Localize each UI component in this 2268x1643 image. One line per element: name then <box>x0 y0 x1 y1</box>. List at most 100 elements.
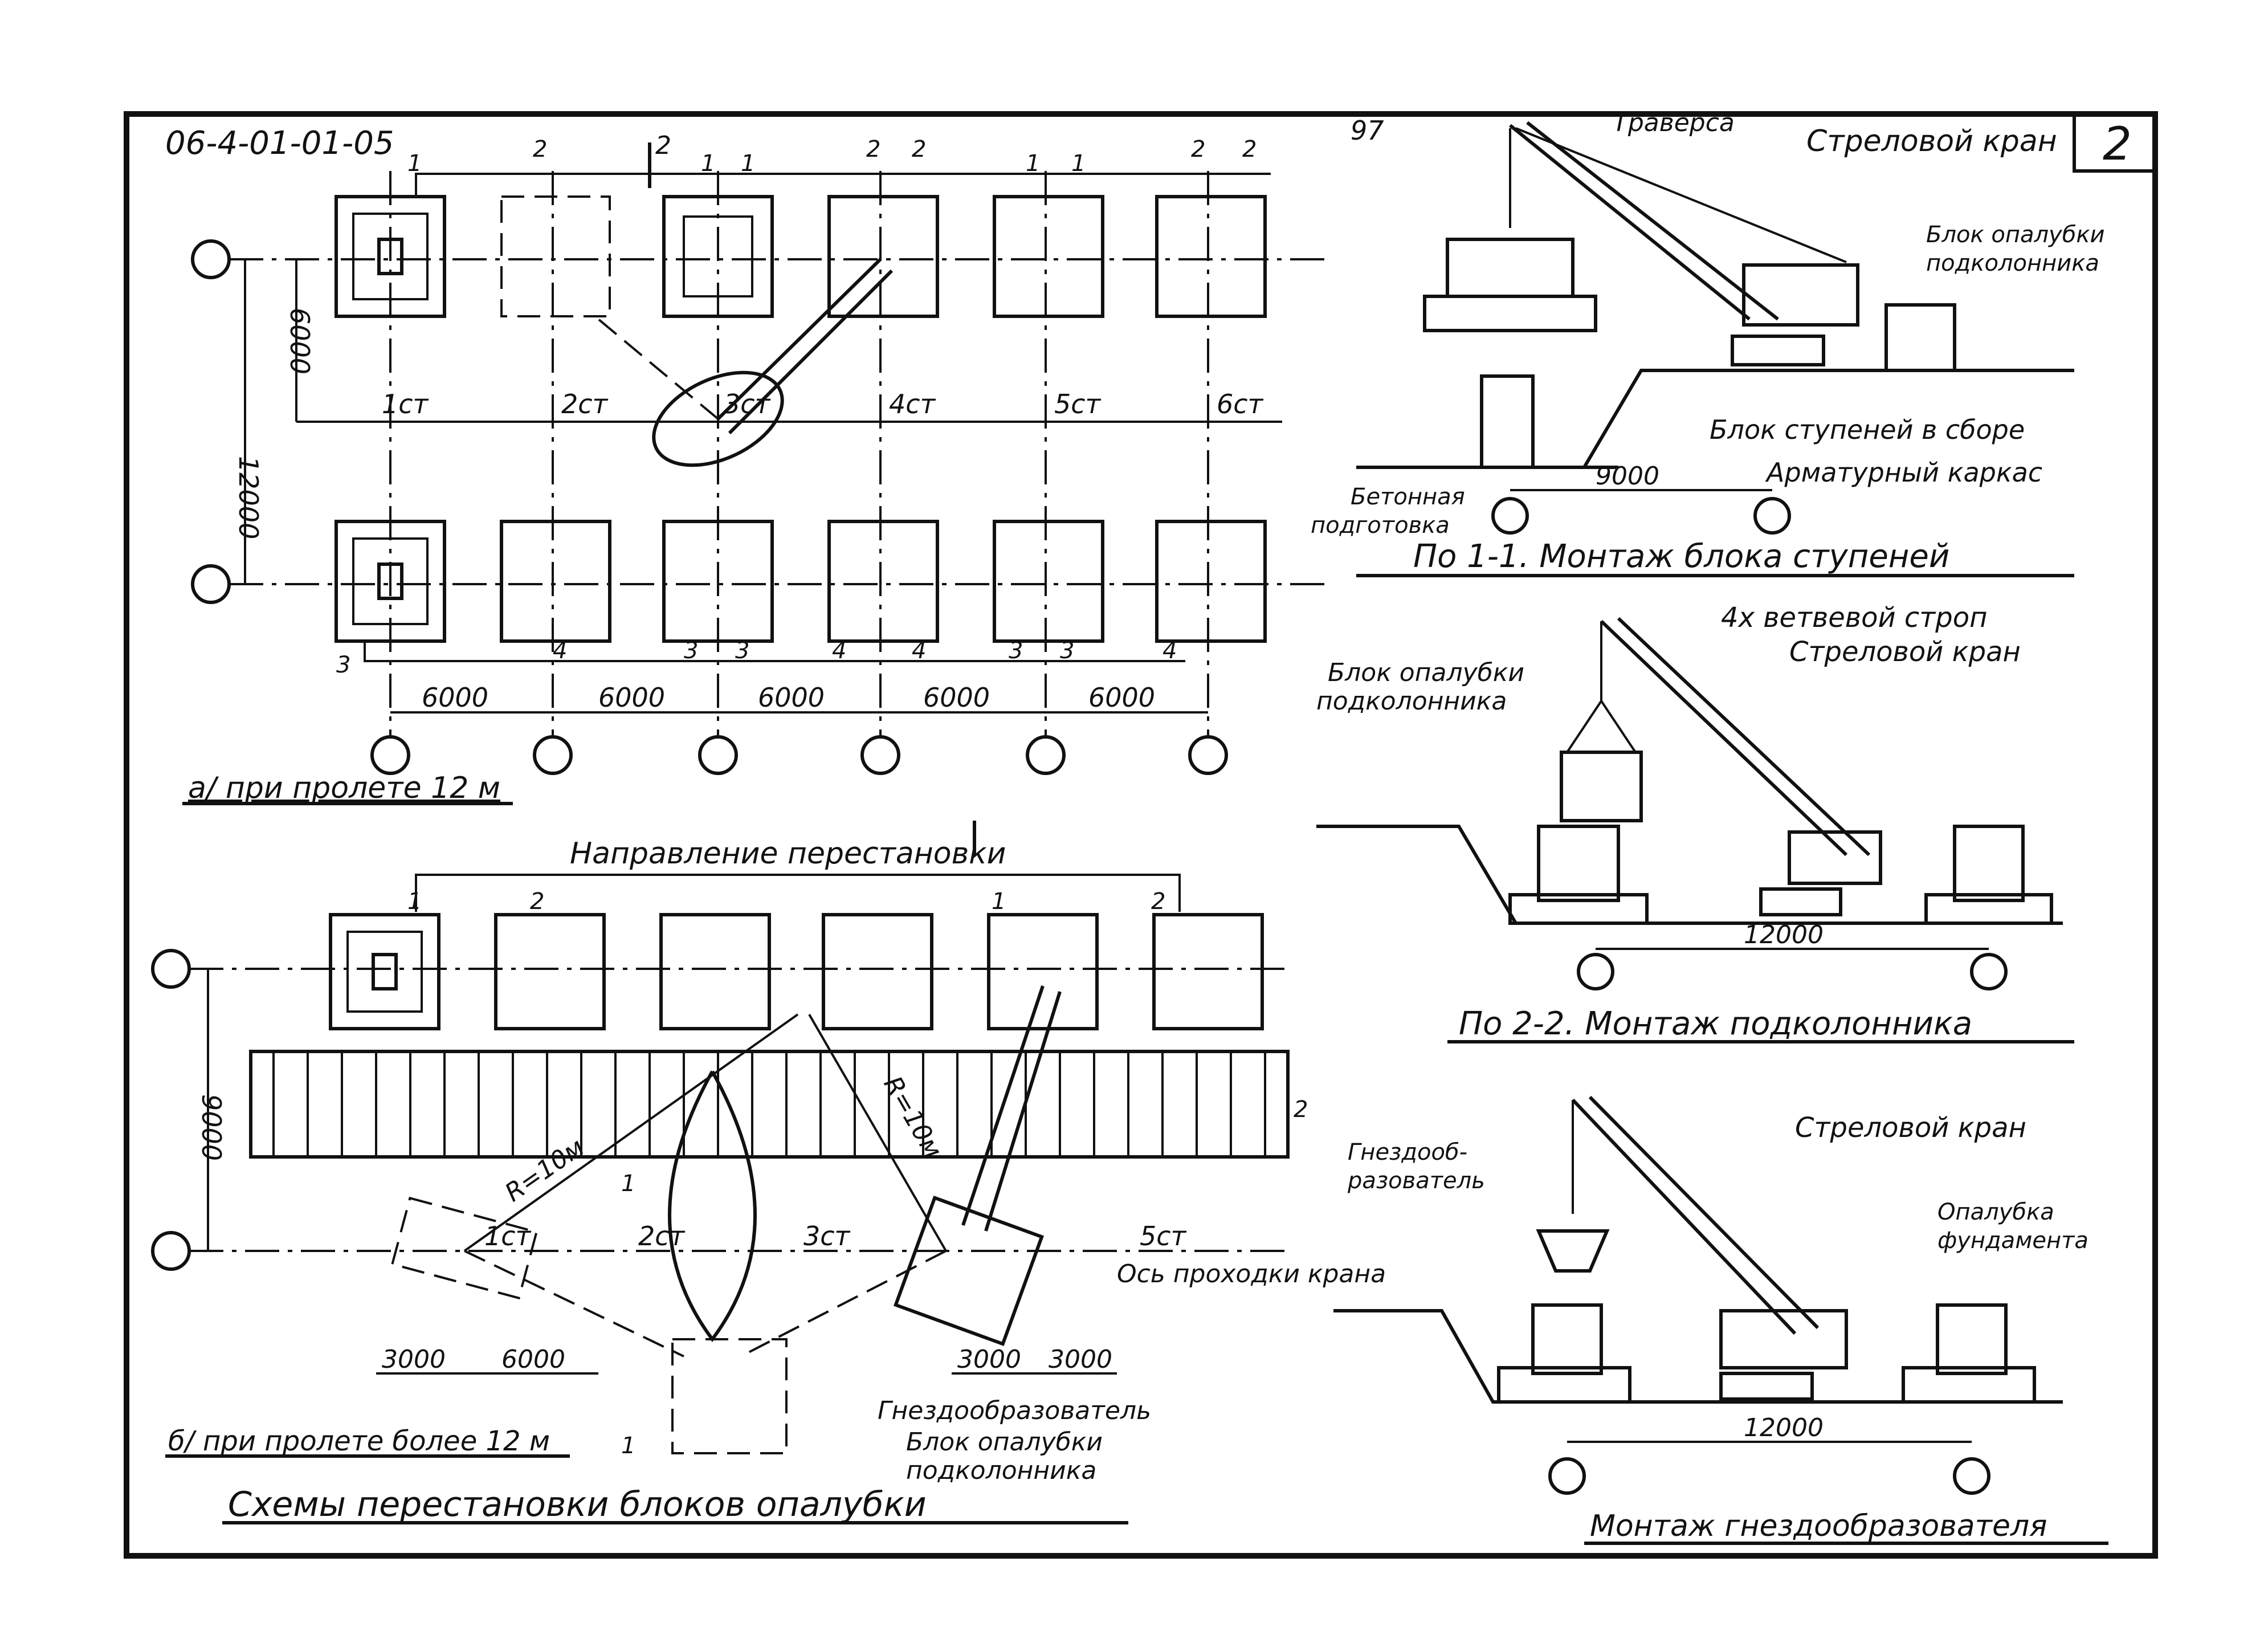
formwork-block-hanging <box>1560 751 1643 822</box>
section-1-1: 9000 Траверса Стреловой кран Блок опалуб… <box>1311 108 2105 577</box>
top-number: 2 <box>530 888 544 915</box>
section-1-dim: 9000 <box>1596 462 1659 491</box>
label-block: Блок опалубки <box>1926 222 2105 248</box>
station-label: 2ст <box>638 1221 686 1251</box>
span-dim: 6000 <box>923 682 990 713</box>
label-traverse: Траверса <box>1613 108 1735 137</box>
crane-boom <box>1600 619 1848 857</box>
formwork-block <box>500 520 611 643</box>
label-boom-crane: Стреловой кран <box>1789 636 2021 668</box>
steps-block-base <box>1423 295 1597 332</box>
placed-base <box>1508 893 1649 925</box>
transfer-line <box>415 173 1271 197</box>
crane-axis-label: Ось проходки крана <box>1117 1259 1386 1289</box>
station-label: 5ст <box>1054 389 1102 419</box>
formwork-block <box>993 520 1104 643</box>
formwork-block-core <box>372 953 398 990</box>
side-mark: 1 <box>621 1171 635 1197</box>
label-rebar-cage: Арматурный каркас <box>1765 457 2042 488</box>
formwork-block-right <box>1884 303 1956 372</box>
station-label: 3ст <box>724 389 771 419</box>
axis-bubble <box>860 735 900 775</box>
station-label: 2ст <box>561 389 609 419</box>
crane-radius <box>740 1250 947 1357</box>
formwork-block <box>1155 520 1267 643</box>
crane-track <box>1731 335 1825 366</box>
label-formwork: Опалубка <box>1937 1199 2054 1225</box>
placed-base <box>1924 893 2053 925</box>
nest-former-hanging <box>1536 1229 1610 1273</box>
crane-boom <box>716 258 882 421</box>
step-number: 2 <box>866 136 880 162</box>
dim-bottom: 3000 <box>382 1345 446 1374</box>
transfer-line <box>364 641 1185 662</box>
top-number: 2 <box>1151 888 1165 915</box>
dim-vertical-total: 12000 <box>233 456 264 539</box>
formwork-block-inner <box>683 215 753 297</box>
placed-base <box>1902 1366 2036 1404</box>
block-label: Блок опалубки <box>906 1428 1103 1457</box>
section-mark-a: 2 <box>655 131 671 160</box>
axis-bubble <box>191 564 231 604</box>
step-number: 4 <box>1162 638 1177 664</box>
step-number: 3 <box>336 652 350 678</box>
formwork-block-core <box>377 562 403 600</box>
station-label: 3ст <box>803 1221 851 1251</box>
crane-boom <box>1617 617 1871 857</box>
axis-bubble <box>1753 497 1791 535</box>
side-mark: 1 <box>621 1433 635 1459</box>
station-label: 5ст <box>1140 1221 1187 1251</box>
label-formwork: фундамента <box>1937 1228 2088 1254</box>
formwork-block <box>822 913 933 1030</box>
schemes-title: Схемы перестановки блоков опалубки <box>228 1485 927 1524</box>
plan-b-caption: б/ при пролете более 12 м <box>168 1425 550 1457</box>
step-number: 3 <box>684 638 698 664</box>
formwork-block <box>659 913 771 1030</box>
top-number: 1 <box>407 888 422 915</box>
crane-boom <box>1509 124 1751 321</box>
dim-vertical: 9000 <box>196 1094 227 1161</box>
axis-bubble <box>1548 1457 1586 1495</box>
sheet-number-box <box>2073 112 2157 173</box>
span-dim: 6000 <box>598 682 665 713</box>
ground-profile <box>1333 1309 2063 1404</box>
label-concrete: подготовка <box>1311 512 1450 539</box>
sheet-frame <box>124 111 2158 1559</box>
dim-bottom: 6000 <box>501 1345 565 1374</box>
crane-boom <box>1571 1098 1797 1335</box>
crane-boom <box>728 269 894 435</box>
placed-block <box>1531 1303 1603 1375</box>
step-number: 3 <box>1060 638 1074 664</box>
formwork-block-core <box>377 238 403 275</box>
crane-cab <box>1788 830 1882 885</box>
axis-bubble <box>1577 953 1614 990</box>
axis-bubble <box>1970 953 2008 990</box>
crane-track <box>1719 1372 1814 1401</box>
axis-bubble <box>1953 1457 1990 1495</box>
formwork-block <box>827 520 939 643</box>
label-concrete: Бетонная <box>1351 484 1465 510</box>
station-label: 1ст <box>382 389 429 419</box>
axis-bubble <box>151 1231 191 1271</box>
step-number: 4 <box>832 638 846 664</box>
step-number: 1 <box>741 150 755 177</box>
formwork-block <box>1155 195 1267 318</box>
trench-band <box>249 1050 1290 1159</box>
step-number: 3 <box>1009 638 1023 664</box>
section-1-title: По 1-1. Монтаж блока ступеней <box>1413 538 1949 575</box>
sling <box>1566 699 1637 753</box>
axis-bubble <box>1026 735 1066 775</box>
axis-bubble <box>191 239 231 279</box>
station-labels: 1ст 2ст 3ст 4ст 5ст 6ст <box>382 389 1264 419</box>
axis-bubble <box>151 949 191 989</box>
section-3-title: Монтаж гнездообразователя <box>1590 1509 2047 1543</box>
axis-bubble <box>370 735 410 775</box>
label-block: подколонника <box>1926 250 2099 276</box>
span-dim: 6000 <box>758 682 825 713</box>
step-number: 2 <box>1242 136 1257 162</box>
sheet-code: 06-4-01-01-05 <box>165 125 394 162</box>
crane-body <box>652 370 784 467</box>
crane-radius <box>597 318 719 420</box>
axis-bubble <box>698 735 738 775</box>
crane-track <box>1759 887 1842 916</box>
